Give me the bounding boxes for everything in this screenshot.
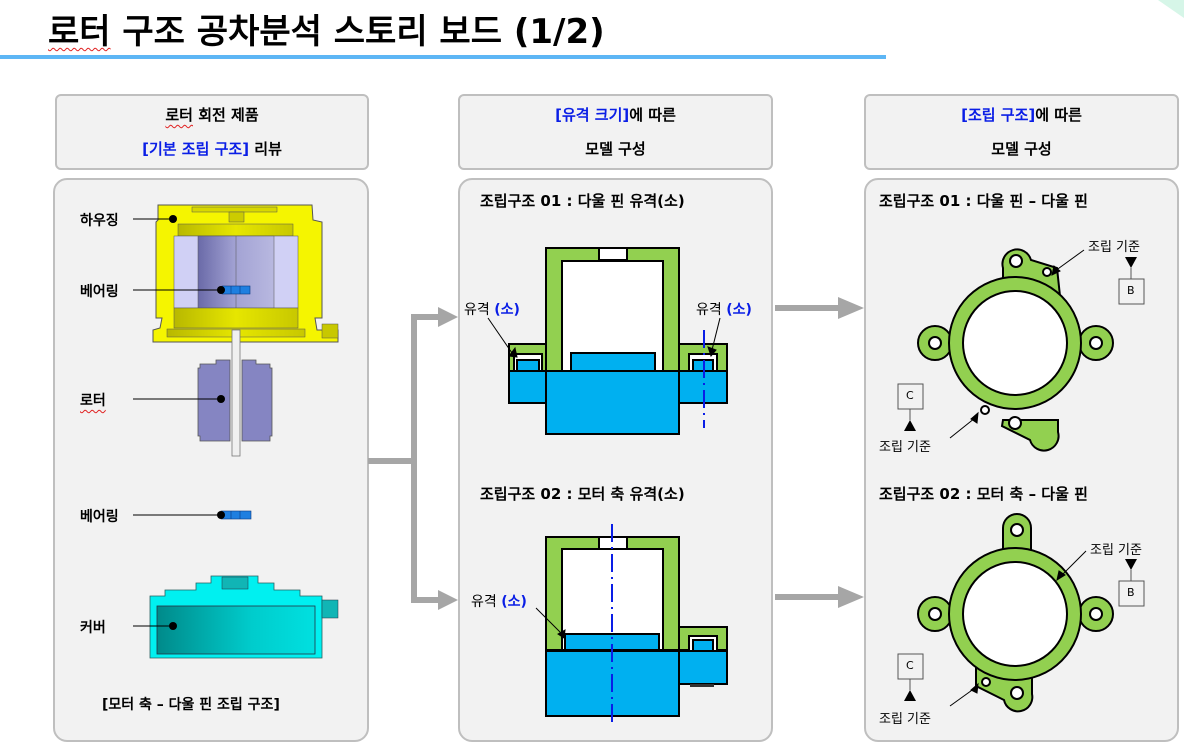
column2-header-line2: 모델 구성	[585, 140, 646, 158]
assembly-reference-label: 조립 기준	[1088, 240, 1140, 255]
flange-01-drawing	[917, 248, 1114, 452]
datum-triangle-icon	[1125, 559, 1137, 570]
flow-area-right	[771, 260, 867, 600]
arrowhead-icon	[838, 586, 864, 608]
title-underline	[0, 55, 886, 59]
arrowhead-icon	[838, 297, 864, 319]
assembly-reference-label: 조립 기준	[879, 440, 931, 455]
rotor-part	[197, 359, 273, 442]
column1-header-line1: 로터 회전 제품	[165, 106, 259, 124]
datum-triangle-icon	[1125, 257, 1137, 268]
clearance-callout-right: 유격 (소)	[696, 302, 752, 318]
column3-header: [조립 구조]에 따른 모델 구성	[864, 94, 1179, 170]
assembly-reference-label: 조립 기준	[1090, 543, 1142, 558]
datum-box-b-1	[1118, 278, 1145, 305]
clearance-callout-left: 유격 (소)	[464, 302, 520, 318]
datum-box-b-2	[1118, 580, 1145, 607]
flange-02-drawing	[917, 513, 1114, 713]
datum-box-c-2	[897, 653, 924, 680]
title-rest: 구조 공차분석 스토리 보드 (1/2)	[110, 12, 605, 52]
clearance-callout-shaft: 유격 (소)	[471, 594, 527, 610]
column1-header: 로터 회전 제품 [기본 조립 구조] 리뷰	[55, 94, 369, 170]
datum-triangle-icon	[904, 420, 916, 431]
leader-lines	[133, 218, 220, 627]
section-title-3-2: 조립구조 02 : 모터 축 – 다울 핀	[879, 485, 1088, 503]
flow-branch-line-lower	[411, 461, 440, 603]
corner-decoration	[1158, 0, 1184, 18]
section-title-3-1: 조립구조 01 : 다울 핀 – 다울 핀	[879, 192, 1088, 210]
leader-dots	[169, 215, 225, 630]
column3-header-line1: [조립 구조]에 따른	[961, 106, 1082, 124]
column1-caption: [모터 축 – 다울 핀 조립 구조]	[102, 697, 280, 713]
label-housing: 하우징	[80, 213, 119, 229]
flow-branch-line	[368, 314, 440, 464]
header-word-rotor: 로터	[165, 106, 193, 124]
shaft-part	[231, 329, 241, 457]
column3-header-line2: 모델 구성	[991, 140, 1052, 158]
label-bearing-lower: 베어링	[80, 509, 119, 525]
label-cover: 커버	[80, 620, 106, 636]
arrowhead-icon	[438, 307, 458, 327]
datum-triangle-icon	[904, 690, 916, 701]
section-title-2-1: 조립구조 01 : 다울 핀 유격(소)	[480, 192, 685, 210]
cover-part	[149, 575, 339, 659]
page-title: 로터 구조 공차분석 스토리 보드 (1/2)	[48, 4, 605, 53]
title-word-rotor: 로터	[48, 12, 111, 52]
datum-box-c-1	[897, 383, 924, 410]
datum-label-c-2: C	[906, 659, 914, 672]
column2-header: [유격 크기]에 따른 모델 구성	[458, 94, 773, 170]
section-title-2-2: 조립구조 02 : 모터 축 유격(소)	[480, 485, 685, 503]
datum-label-b-1: B	[1127, 284, 1135, 297]
label-bearing-upper: 베어링	[80, 284, 119, 300]
model-01-drawing	[508, 247, 728, 435]
datum-label-b-2: B	[1127, 586, 1135, 599]
assembly-reference-label: 조립 기준	[879, 712, 931, 727]
datum-label-c-1: C	[906, 389, 914, 402]
column1-header-line2: [기본 조립 구조] 리뷰	[142, 140, 282, 158]
label-rotor: 로터	[80, 393, 106, 409]
column2-header-line1: [유격 크기]에 따른	[555, 106, 676, 124]
arrowhead-icon	[438, 590, 458, 610]
